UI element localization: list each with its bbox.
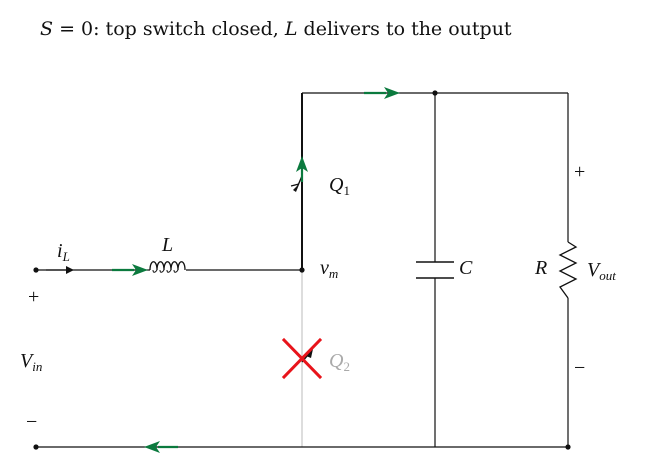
input-plus-label: + (28, 286, 39, 308)
node-top-junction (432, 90, 438, 96)
node-input-plus (33, 267, 39, 273)
current-flow-arrows (112, 87, 400, 453)
node-input-minus (33, 444, 39, 450)
caption-condition: = 0: top switch closed, (53, 18, 285, 40)
current-arrow-top (364, 87, 400, 99)
inductor-label: L (161, 234, 173, 256)
q1-label: Q1 (329, 174, 350, 198)
diagram-caption: S = 0: top switch closed, L delivers to … (40, 18, 512, 40)
current-arrow-return (144, 441, 178, 453)
q2-label: Q2 (329, 350, 350, 374)
q1-switch-icon (290, 175, 303, 192)
node-vm (299, 267, 305, 273)
inductor-coil-icon (149, 261, 186, 271)
q2-off-cross-icon (281, 337, 323, 380)
current-arrow-input (112, 264, 148, 276)
current-arrow-q1 (296, 156, 308, 182)
node-bottom-right (565, 444, 571, 450)
capacitor-icon (416, 261, 454, 279)
resistor-icon (558, 241, 578, 299)
output-plus-label: + (574, 161, 585, 183)
input-minus-label: − (26, 411, 37, 433)
circuit-nodes (33, 90, 571, 450)
resistor-label: R (534, 257, 547, 279)
caption-rest: delivers to the output (297, 18, 512, 40)
caption-inductor-var: L (284, 18, 298, 40)
vm-label: vm (320, 257, 338, 281)
il-label: iL (57, 240, 70, 264)
capacitor-label: C (459, 257, 473, 279)
vout-label: Vout (587, 259, 616, 283)
vin-label: Vin (20, 350, 42, 374)
inductor-coil-loops-icon (152, 269, 179, 273)
caption-s-var: S (40, 18, 54, 40)
output-minus-label: − (574, 357, 585, 379)
